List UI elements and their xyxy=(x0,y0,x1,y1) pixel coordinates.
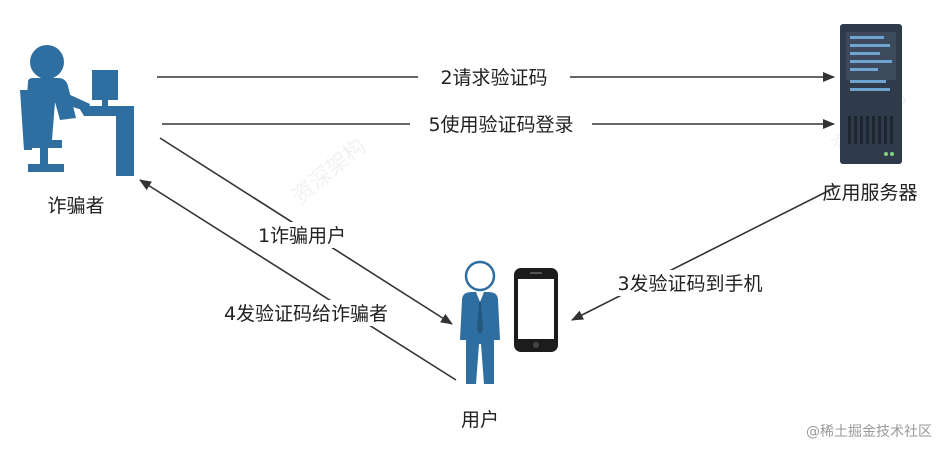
edge-4-label: 4发验证码给诈骗者 xyxy=(224,303,388,325)
watermark-text: @稀土掘金技术社区 xyxy=(806,424,932,440)
edge-3-arrow xyxy=(571,185,839,321)
edge-2-label-bg xyxy=(418,64,570,90)
edge-1-label-bg xyxy=(248,222,356,248)
server-icon xyxy=(840,24,902,164)
edge-2-label: 2请求验证码 xyxy=(440,67,547,89)
edge-3-label-bg xyxy=(604,270,776,296)
scammer-icon xyxy=(20,45,134,176)
scammer-label: 诈骗者 xyxy=(47,195,104,217)
user-label: 用户 xyxy=(461,409,499,431)
edge-4-label-bg xyxy=(206,300,406,326)
user-icon xyxy=(460,260,500,384)
edge-1-label: 1诈骗用户 xyxy=(258,225,346,247)
faint-watermark-1: 资深架构 xyxy=(288,134,371,210)
edge-5-label: 5使用验证码登录 xyxy=(428,114,573,136)
edge-3-label: 3发验证码到手机 xyxy=(617,273,762,295)
edge-4-arrow xyxy=(139,179,457,381)
server-label: 应用服务器 xyxy=(822,182,917,204)
edge-5-label-bg xyxy=(410,111,592,137)
phone-icon xyxy=(514,268,558,352)
